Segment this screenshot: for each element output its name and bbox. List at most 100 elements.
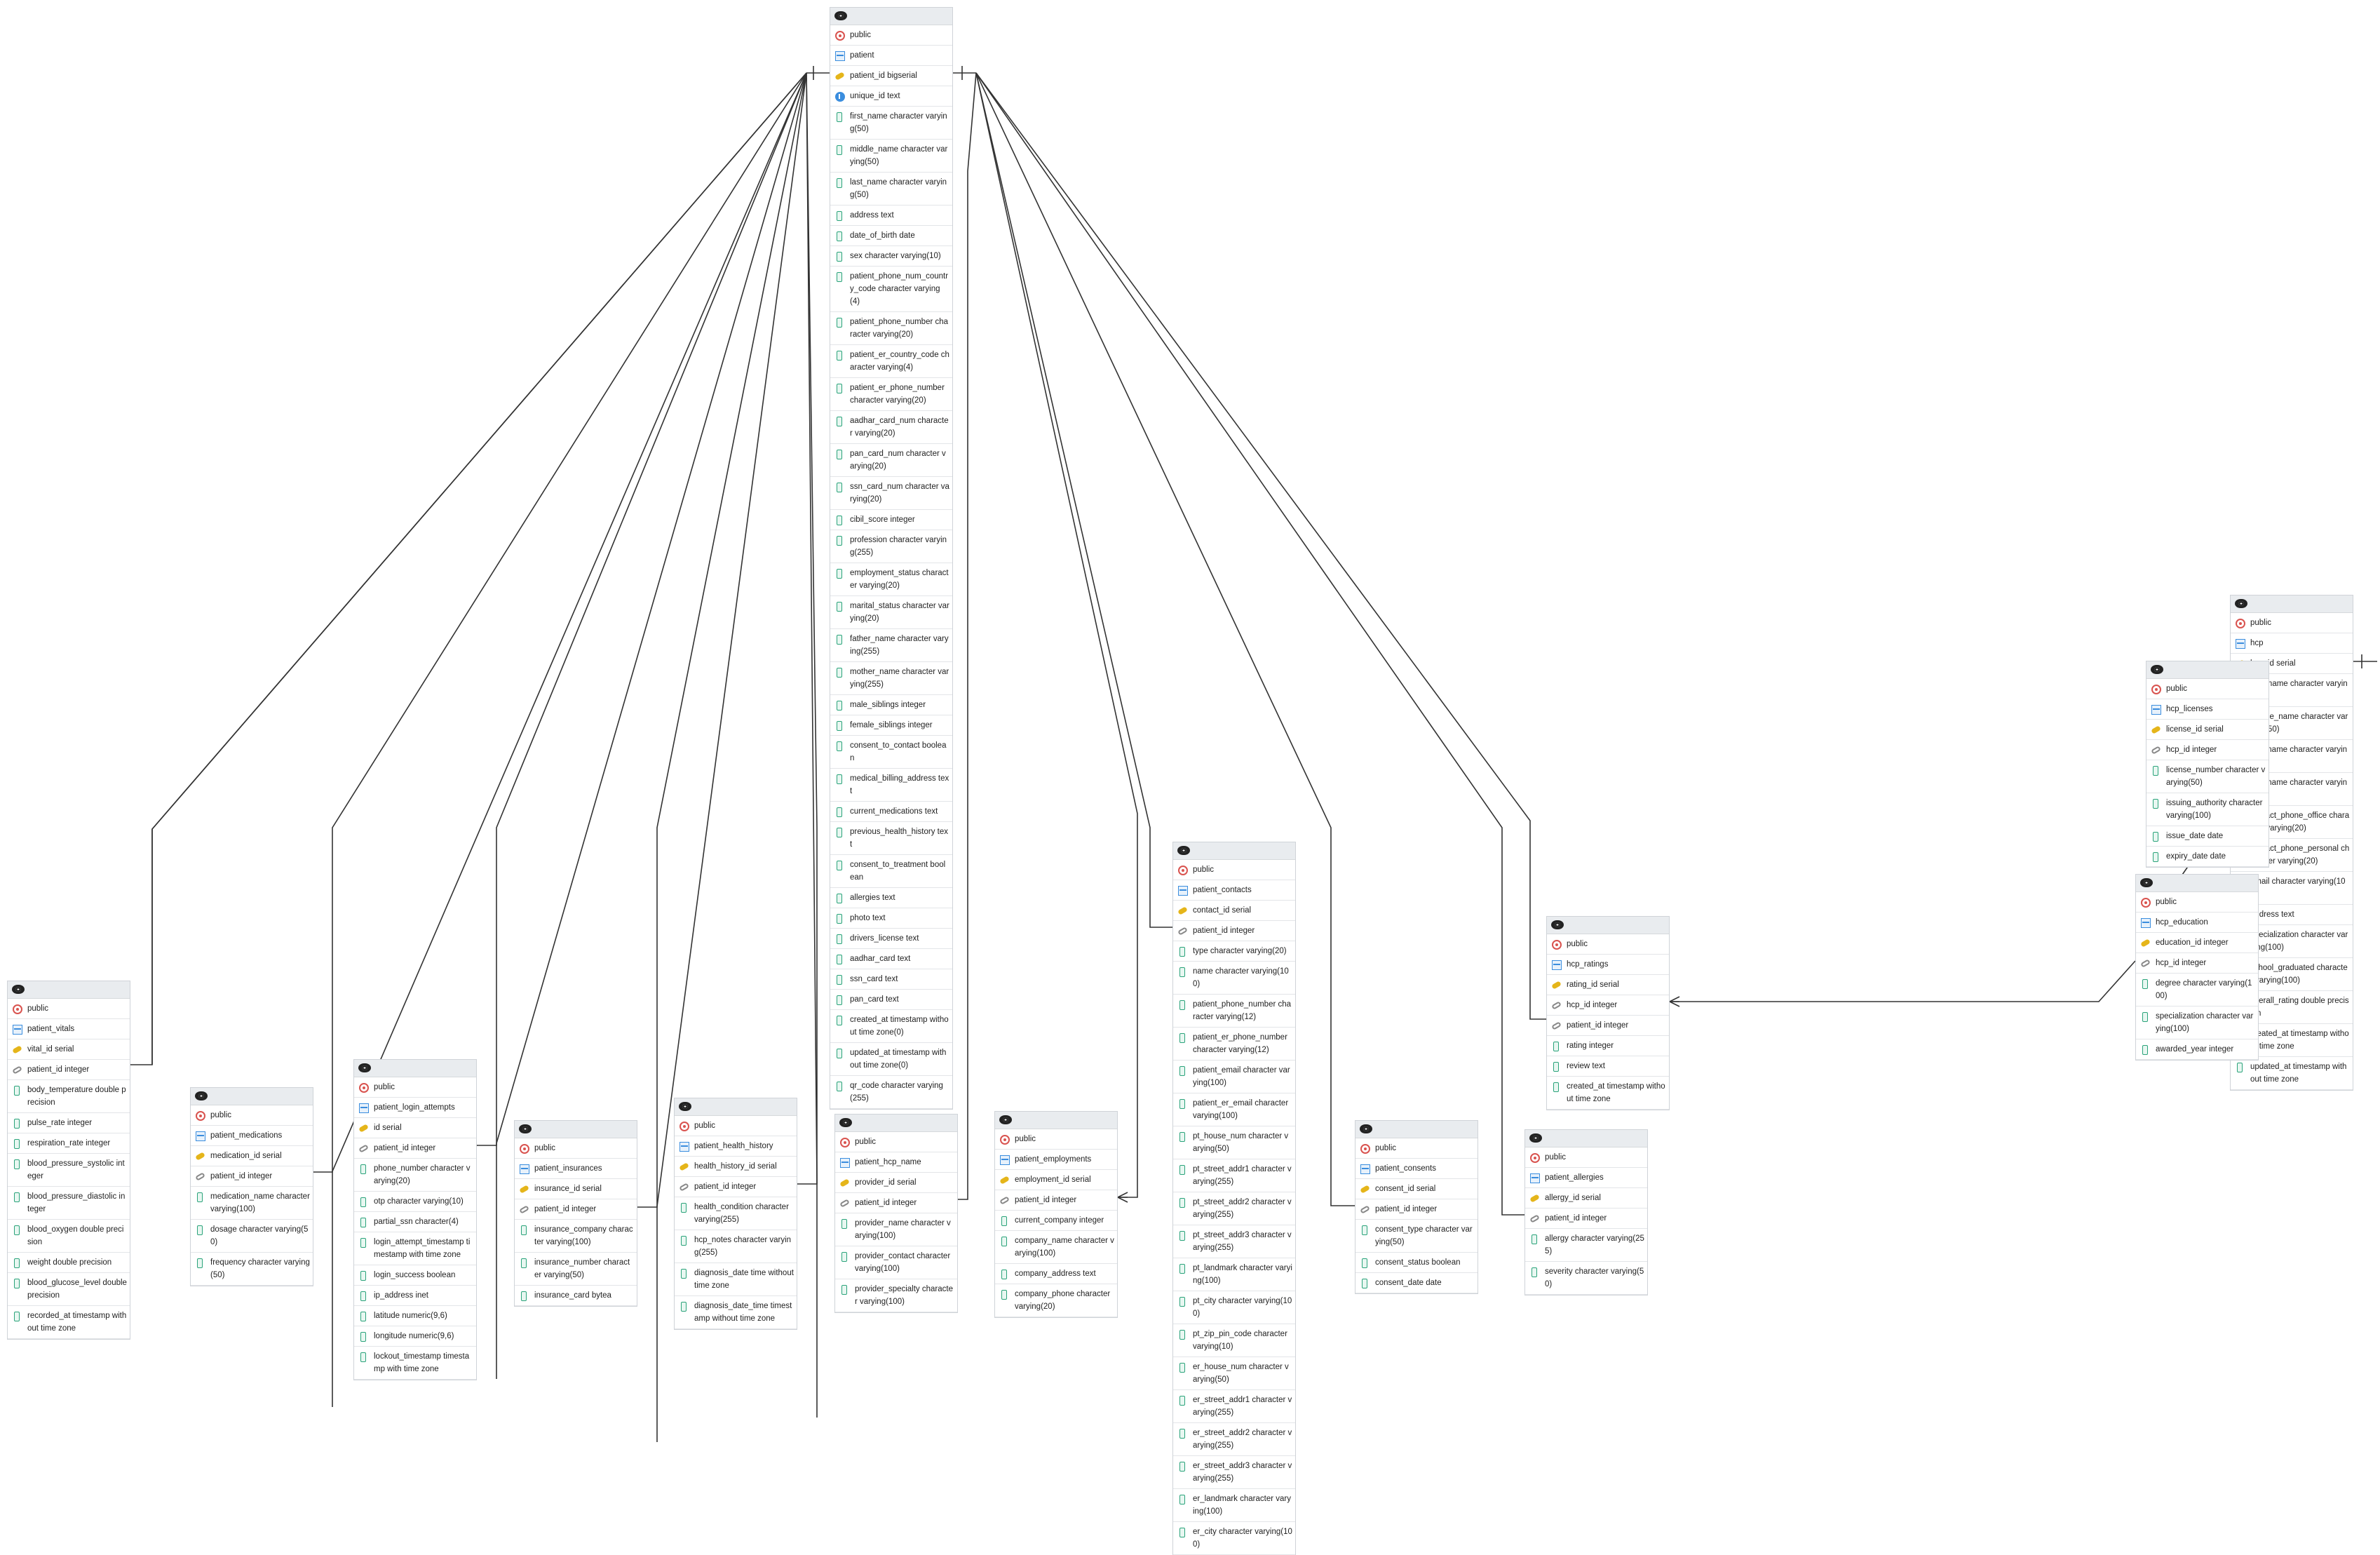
column-row[interactable]: frequency character varying(50) [191,1253,313,1286]
column-row[interactable]: rating integer [1547,1036,1669,1056]
eye-icon[interactable] [12,985,25,994]
column-row[interactable]: awarded_year integer [2136,1039,2258,1060]
table-patient-health-history[interactable]: public patient_health_history health_his… [674,1098,797,1330]
table-header[interactable] [354,1060,476,1077]
column-row[interactable]: blood_glucose_level double precision [8,1273,130,1306]
column-row[interactable]: aadhar_card_num character varying(20) [830,411,952,444]
table-header[interactable] [8,981,130,999]
column-row[interactable]: issuing_authority character varying(100) [2146,793,2269,826]
column-row[interactable]: marital_status character varying(20) [830,596,952,629]
column-row[interactable]: mother_name character varying(255) [830,662,952,695]
column-row[interactable]: id serial [354,1118,476,1138]
column-row[interactable]: patient_id integer [8,1060,130,1080]
column-row[interactable]: date_of_birth date [830,226,952,246]
column-row[interactable]: female_siblings integer [830,715,952,736]
column-row[interactable]: patient_er_phone_number character varyin… [830,378,952,411]
column-row[interactable]: review text [1547,1056,1669,1077]
column-row[interactable]: ssn_card text [830,969,952,990]
column-row[interactable]: lockout_timestamp timestamp with time zo… [354,1347,476,1380]
column-row[interactable]: patient_id integer [515,1199,637,1220]
column-row[interactable]: employment_id serial [995,1170,1117,1190]
column-row[interactable]: pt_street_addr2 character varying(255) [1173,1192,1295,1225]
column-row[interactable]: patient_id bigserial [830,66,952,86]
table-header[interactable] [2136,875,2258,892]
column-row[interactable]: respiration_rate integer [8,1133,130,1154]
column-row[interactable]: hcp_id integer [2146,740,2269,760]
column-row[interactable]: consent_status boolean [1355,1253,1478,1273]
column-row[interactable]: drivers_license text [830,929,952,949]
column-row[interactable]: insurance_company character varying(100) [515,1220,637,1253]
column-row[interactable]: father_name character varying(255) [830,629,952,662]
column-row[interactable]: created_at timestamp without time zone [1547,1077,1669,1110]
column-row[interactable]: patient_er_phone_number character varyin… [1173,1028,1295,1061]
column-row[interactable]: cibil_score integer [830,510,952,530]
column-row[interactable]: allergy character varying(255) [1525,1229,1647,1262]
column-row[interactable]: address text [830,206,952,226]
column-row[interactable]: phone_number character varying(20) [354,1159,476,1192]
column-row[interactable]: middle_name character varying(50) [830,140,952,173]
table-header[interactable] [2146,661,2269,679]
column-row[interactable]: patient_id integer [1547,1016,1669,1036]
column-row[interactable]: updated_at timestamp without time zone [2231,1057,2353,1090]
column-row[interactable]: employment_status character varying(20) [830,563,952,596]
column-row[interactable]: name character varying(100) [1173,962,1295,995]
column-row[interactable]: ssn_card_num character varying(20) [830,477,952,510]
column-row[interactable]: expiry_date date [2146,847,2269,867]
column-row[interactable]: aadhar_card text [830,949,952,969]
column-row[interactable]: unique_id text [830,86,952,107]
column-row[interactable]: contact_id serial [1173,901,1295,921]
column-row[interactable]: medication_id serial [191,1146,313,1166]
column-row[interactable]: allergies text [830,888,952,908]
column-row[interactable]: provider_name character varying(100) [835,1213,957,1246]
column-row[interactable]: pt_street_addr3 character varying(255) [1173,1225,1295,1258]
column-row[interactable]: current_medications text [830,802,952,822]
column-row[interactable]: issue_date date [2146,826,2269,847]
column-row[interactable]: pt_city character varying(100) [1173,1291,1295,1324]
column-row[interactable]: pulse_rate integer [8,1113,130,1133]
column-row[interactable]: otp character varying(10) [354,1192,476,1212]
column-row[interactable]: pt_street_addr1 character varying(255) [1173,1159,1295,1192]
column-row[interactable]: degree character varying(100) [2136,974,2258,1007]
column-row[interactable]: patient_id integer [675,1177,797,1197]
eye-icon[interactable] [1529,1133,1542,1143]
column-row[interactable]: login_attempt_timestamp timestamp with t… [354,1232,476,1265]
column-row[interactable]: blood_oxygen double precision [8,1220,130,1253]
column-row[interactable]: patient_er_country_code character varyin… [830,345,952,378]
eye-icon[interactable] [679,1102,691,1111]
table-patient-medications[interactable]: public patient_medications medication_id… [190,1087,313,1286]
eye-icon[interactable] [2235,599,2247,608]
table-header[interactable] [515,1121,637,1138]
column-row[interactable]: created_at timestamp without time zone(0… [830,1010,952,1043]
column-row[interactable]: medical_billing_address text [830,769,952,802]
eye-icon[interactable] [195,1091,208,1100]
table-header[interactable] [1355,1121,1478,1138]
column-row[interactable]: weight double precision [8,1253,130,1273]
column-row[interactable]: school_graduated character varying(100) [2231,958,2353,991]
column-row[interactable]: partial_ssn character(4) [354,1212,476,1232]
column-row[interactable]: patient_id integer [1173,921,1295,941]
column-row[interactable]: updated_at timestamp without time zone(0… [830,1043,952,1076]
column-row[interactable]: patient_id integer [1525,1209,1647,1229]
column-row[interactable]: health_condition character varying(255) [675,1197,797,1230]
column-row[interactable]: pt_zip_pin_code character varying(10) [1173,1324,1295,1357]
column-row[interactable]: ip_address inet [354,1286,476,1306]
column-row[interactable]: patient_phone_number character varying(2… [830,312,952,345]
table-header[interactable] [1173,842,1295,860]
column-row[interactable]: photo text [830,908,952,929]
column-row[interactable]: er_house_num character varying(50) [1173,1357,1295,1390]
column-row[interactable]: patient_id integer [191,1166,313,1187]
column-row[interactable]: pan_card text [830,990,952,1010]
column-row[interactable]: body_temperature double precision [8,1080,130,1113]
column-row[interactable]: patient_id integer [1355,1199,1478,1220]
column-row[interactable]: specialization character varying(100) [2136,1007,2258,1039]
eye-icon[interactable] [519,1124,532,1133]
table-patient-insurances[interactable]: public patient_insurances insurance_id s… [514,1120,637,1307]
column-row[interactable]: consent_to_treatment boolean [830,855,952,888]
column-row[interactable]: recorded_at timestamp without time zone [8,1306,130,1339]
column-row[interactable]: blood_pressure_systolic integer [8,1154,130,1187]
column-row[interactable]: medication_name character varying(100) [191,1187,313,1220]
column-row[interactable]: allergy_id serial [1525,1188,1647,1209]
column-row[interactable]: education_id integer [2136,933,2258,953]
